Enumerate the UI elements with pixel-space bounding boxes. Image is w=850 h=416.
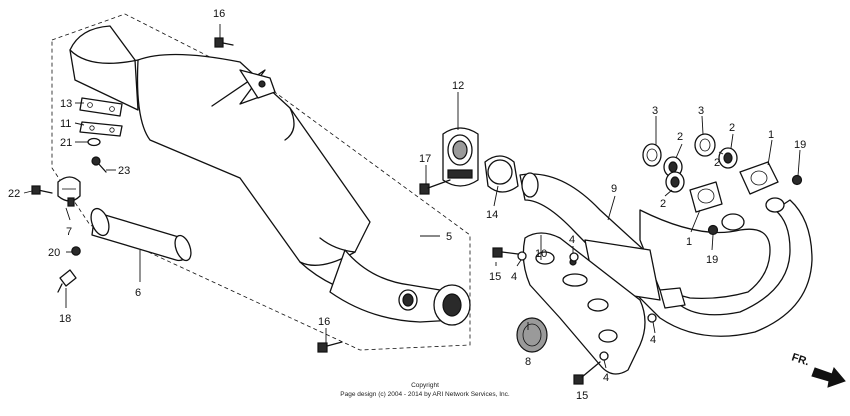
- callout-16: 16: [213, 8, 225, 20]
- callout-4: 4: [511, 271, 517, 283]
- callout-5: 5: [446, 231, 452, 243]
- gasket-3-left[interactable]: [642, 143, 662, 167]
- callout-1: 1: [768, 129, 774, 141]
- gasket-3-right[interactable]: [694, 133, 716, 157]
- bolt-23[interactable]: [91, 156, 107, 173]
- callout-4: 4: [603, 372, 609, 384]
- plate-13[interactable]: [79, 97, 123, 117]
- callout-19: 19: [794, 139, 806, 151]
- bolt-15-upper[interactable]: [492, 247, 519, 258]
- callout-20: 20: [48, 247, 60, 259]
- exhaust-pipe-assembly[interactable]: [519, 172, 813, 337]
- nut-19-right[interactable]: [791, 174, 803, 186]
- callout-labels: 16 16 13 11 21 23 22 7 20 18 6 5 12 17 1…: [8, 8, 806, 402]
- washer-4-a[interactable]: [517, 251, 527, 261]
- callout-2: 2: [677, 131, 683, 143]
- callout-6: 6: [135, 287, 141, 299]
- callout-13: 13: [60, 98, 72, 110]
- callout-8: 8: [525, 356, 531, 368]
- tail-pipe[interactable]: [88, 206, 194, 263]
- callout-3: 3: [652, 105, 658, 117]
- callout-4: 4: [569, 234, 575, 246]
- washer-4-c[interactable]: [647, 313, 657, 323]
- callout-12: 12: [452, 80, 464, 92]
- callout-18: 18: [59, 313, 71, 325]
- bolt-17[interactable]: [419, 179, 451, 195]
- plate-11[interactable]: [79, 121, 123, 137]
- copyright-title: Copyright: [411, 382, 439, 389]
- callout-2: 2: [729, 122, 735, 134]
- bolt-22[interactable]: [31, 185, 53, 195]
- callout-2: 2: [660, 198, 666, 210]
- bracket-10[interactable]: [522, 232, 646, 375]
- callout-15: 15: [489, 271, 501, 283]
- band-7[interactable]: [57, 176, 81, 207]
- callout-9: 9: [611, 183, 617, 195]
- callout-3: 3: [698, 105, 704, 117]
- collar-2-left[interactable]: [663, 156, 685, 193]
- callout-22: 22: [8, 188, 20, 200]
- callout-1: 1: [686, 236, 692, 248]
- cap-8[interactable]: [516, 317, 548, 353]
- front-direction-marker: FR.: [790, 351, 846, 388]
- callout-11: 11: [60, 118, 71, 130]
- nut-19-left[interactable]: [707, 224, 719, 236]
- front-label: FR.: [790, 351, 811, 368]
- callout-15: 15: [576, 390, 588, 402]
- bolt-18[interactable]: [57, 269, 77, 293]
- nut-20[interactable]: [71, 246, 81, 256]
- bolt-16-lower[interactable]: [317, 341, 343, 353]
- washer-4-b[interactable]: [569, 252, 579, 262]
- gasket-14[interactable]: [484, 155, 519, 193]
- callout-14: 14: [486, 209, 498, 221]
- callout-2: 2: [714, 157, 720, 169]
- callout-23: 23: [118, 165, 130, 177]
- callout-16: 16: [318, 316, 330, 328]
- copyright-notice: Page design (c) 2004 - 2014 by ARI Netwo…: [340, 391, 510, 398]
- callout-19: 19: [706, 254, 718, 266]
- front-arrow-icon: [811, 366, 846, 388]
- collar-2-right[interactable]: [718, 147, 738, 169]
- muffler[interactable]: [69, 25, 471, 326]
- callout-17: 17: [419, 153, 431, 165]
- bolt-15-lower[interactable]: [573, 361, 601, 385]
- callout-7: 7: [66, 226, 72, 238]
- bolt-16-upper[interactable]: [214, 37, 234, 48]
- leader-lines: [23, 24, 801, 369]
- callout-10: 10: [535, 248, 547, 260]
- washer-4-d[interactable]: [599, 351, 609, 361]
- clamp-12[interactable]: [442, 127, 479, 187]
- callout-4: 4: [650, 334, 656, 346]
- flange-1-left[interactable]: [689, 181, 723, 213]
- flange-1-right[interactable]: [739, 161, 779, 195]
- callout-21: 21: [60, 137, 72, 149]
- washer-21[interactable]: [87, 137, 101, 147]
